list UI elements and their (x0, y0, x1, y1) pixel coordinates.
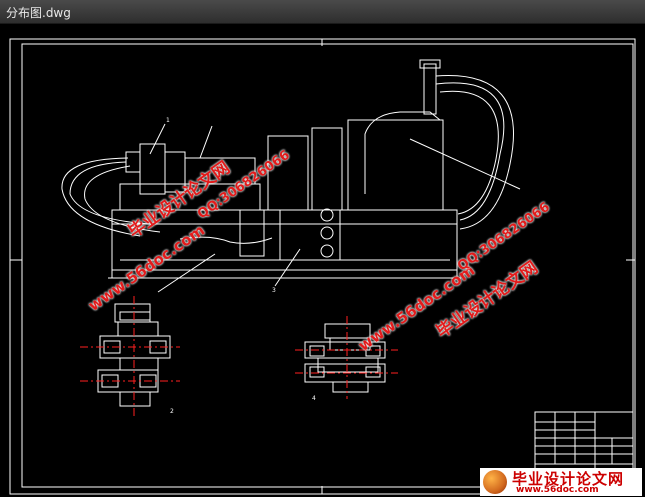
window-titlebar[interactable]: 分布图.dwg (0, 0, 645, 24)
globe-icon (483, 470, 507, 494)
main-assembly (108, 59, 461, 279)
callout-1: 1 (166, 117, 170, 124)
callout-2: 2 (170, 408, 174, 415)
leader-lines (149, 123, 521, 293)
callout-3: 3 (272, 287, 276, 294)
logo-url: www.56doc.com (516, 485, 599, 495)
hoses (61, 75, 514, 244)
sheet-outer-border (9, 38, 636, 495)
callout-4: 4 (312, 395, 316, 402)
valve-view-left (97, 303, 171, 407)
drawing-canvas[interactable]: 1 3 4 2 (0, 24, 645, 497)
center-lines (80, 296, 398, 416)
site-logo: 毕业设计论文网 www.56doc.com (480, 468, 642, 496)
cad-drawing: 1 3 4 2 (9, 38, 636, 495)
window-title: 分布图.dwg (6, 6, 71, 20)
logo-title: 毕业设计论文网 (512, 470, 625, 488)
sheet-inner-border (21, 43, 634, 488)
